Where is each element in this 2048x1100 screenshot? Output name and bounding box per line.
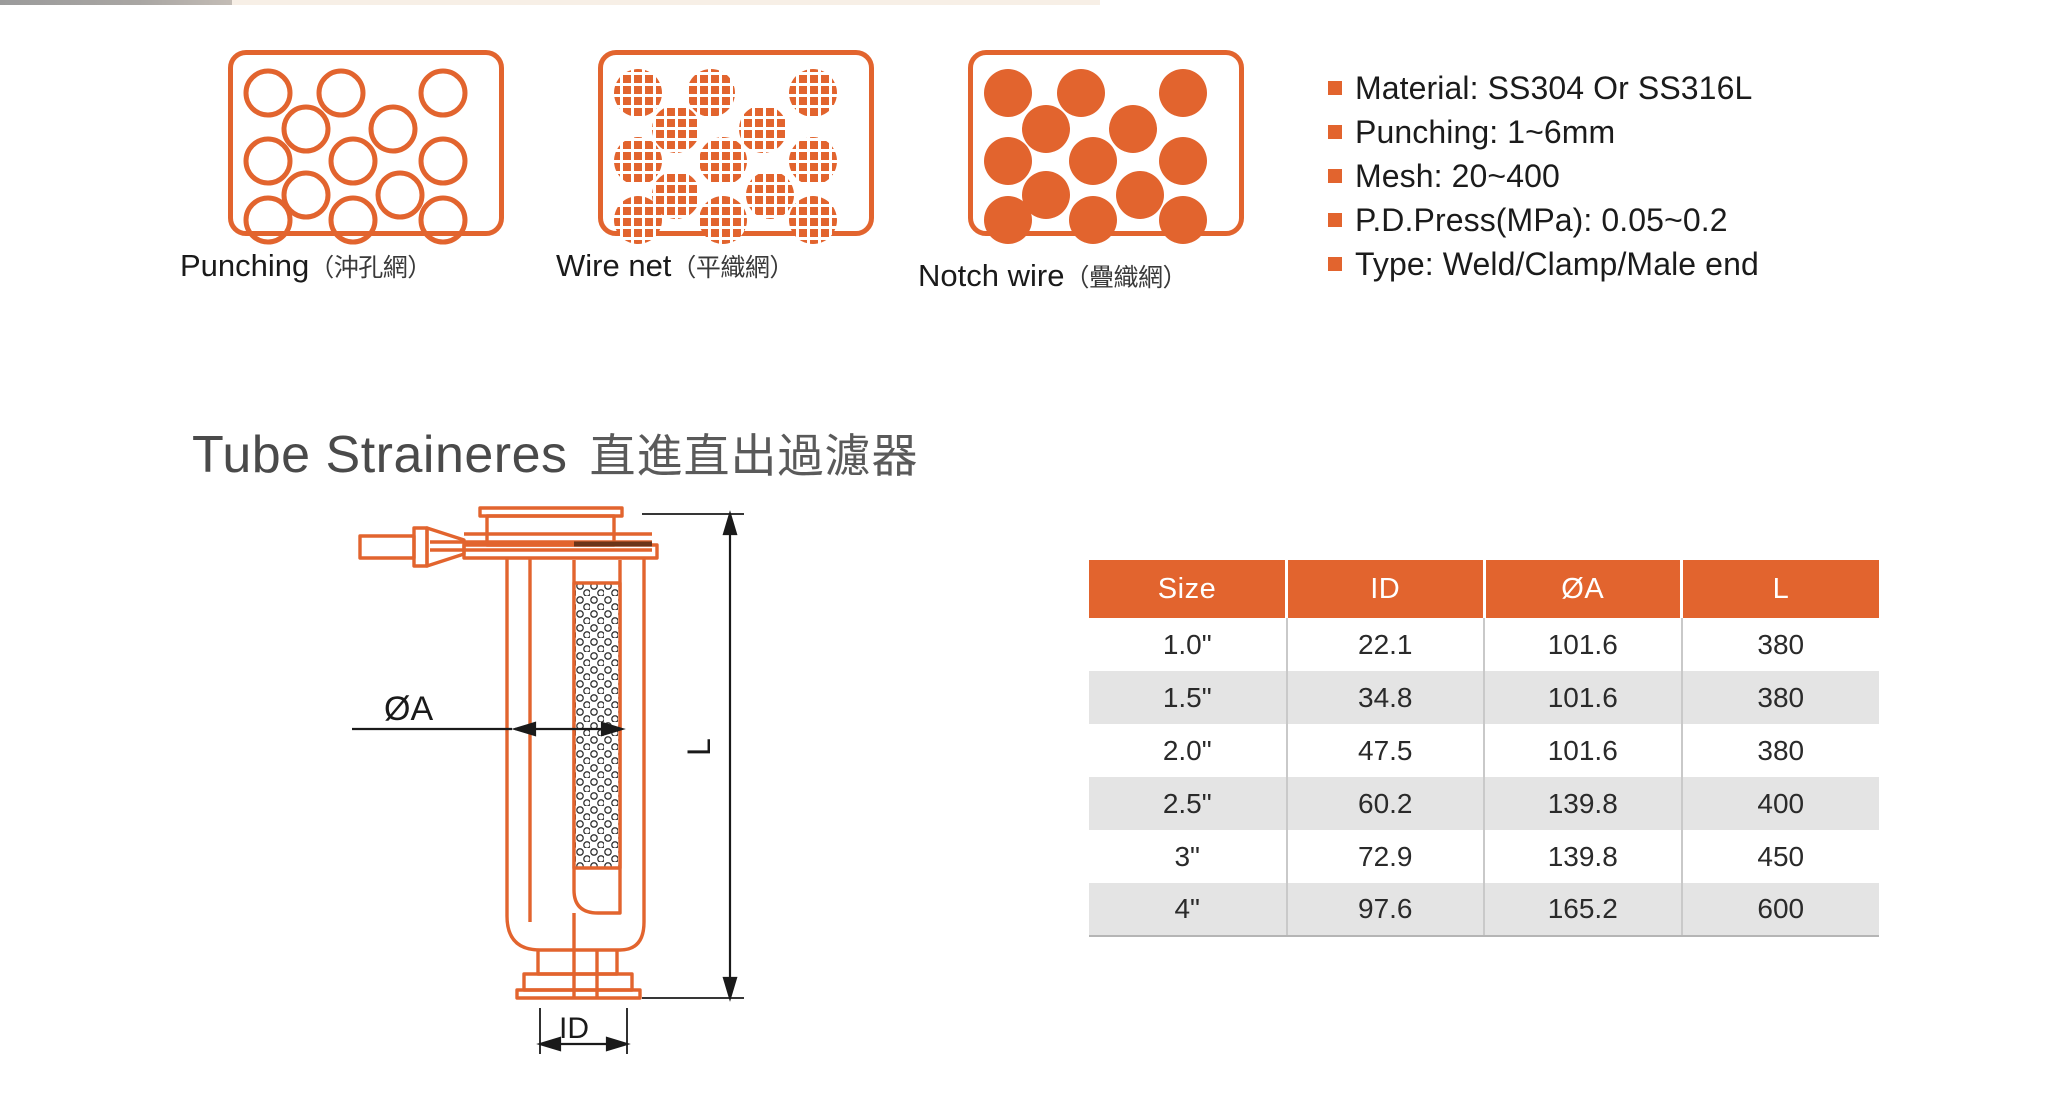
column-header-oa: ØA [1484, 560, 1683, 618]
section-title-en: Tube Straineres [192, 426, 568, 484]
punching-label-en: Punching [180, 248, 310, 283]
mesh-sample-row: Punching（沖孔網） [0, 0, 1300, 320]
mesh-card-punching: Punching（沖孔網） [180, 50, 504, 283]
spec-text-pd-press: P.D.Press(MPa): 0.05~0.2 [1355, 202, 1728, 238]
wire-net-label-en: Wire net [556, 248, 672, 283]
cell-id: 47.5 [1286, 724, 1485, 777]
punching-label-cn: （沖孔網） [309, 254, 432, 282]
cell-id: 34.8 [1286, 671, 1485, 724]
bullet-square-icon [1328, 169, 1342, 183]
top-edge-strip-gray [0, 0, 232, 5]
cell-size: 1.0" [1089, 618, 1288, 671]
table-row: 2.5" 60.2 139.8 400 [1089, 777, 1879, 830]
column-header-id: ID [1286, 560, 1486, 618]
notch-wire-label-en: Notch wire [918, 258, 1065, 293]
table-row: 3" 72.9 139.8 450 [1089, 830, 1879, 883]
bullet-square-icon [1328, 213, 1342, 227]
table-row: 1.0" 22.1 101.6 380 [1089, 618, 1879, 671]
cell-size: 3" [1089, 830, 1288, 883]
dimension-label-inner-diameter: ID [559, 1012, 589, 1045]
spec-text-material: Material: SS304 Or SS316L [1355, 70, 1753, 106]
cell-size: 4" [1089, 883, 1288, 937]
section-title: Tube Straineres 直進直出過濾器 [192, 420, 919, 486]
cell-id: 72.9 [1286, 830, 1485, 883]
spec-item-pd-press: P.D.Press(MPa): 0.05~0.2 [1328, 200, 1759, 241]
mesh-card-notch-wire: Notch wire（疊織網） [918, 50, 1244, 293]
spec-text-type: Type: Weld/Clamp/Male end [1355, 246, 1759, 282]
bullet-square-icon [1328, 257, 1342, 271]
mesh-card-wire-net: Wire net（平織網） [556, 50, 874, 283]
spec-text-mesh: Mesh: 20~400 [1355, 158, 1560, 194]
wire-net-label-cn: （平織網） [671, 254, 794, 282]
spec-item-type: Type: Weld/Clamp/Male end [1328, 244, 1759, 285]
notch-wire-label-cn: （疊織網） [1064, 264, 1187, 292]
column-header-size: Size [1089, 560, 1288, 618]
punching-label: Punching（沖孔網） [180, 248, 432, 284]
cell-oa: 139.8 [1484, 777, 1683, 830]
bullet-square-icon [1328, 81, 1342, 95]
spec-text-punching: Punching: 1~6mm [1355, 114, 1616, 150]
cell-l: 450 [1681, 830, 1879, 883]
tube-strainer-drawing: ØA L ID [352, 498, 772, 1073]
spec-item-mesh: Mesh: 20~400 [1328, 156, 1759, 197]
column-header-l: L [1681, 560, 1879, 618]
table-row: 1.5" 34.8 101.6 380 [1089, 671, 1879, 724]
cell-l: 380 [1681, 724, 1879, 777]
cell-size: 2.5" [1089, 777, 1288, 830]
cell-id: 22.1 [1286, 618, 1485, 671]
cell-oa: 101.6 [1484, 724, 1683, 777]
cell-l: 400 [1681, 777, 1879, 830]
cell-oa: 101.6 [1484, 671, 1683, 724]
cell-oa: 165.2 [1484, 883, 1683, 937]
specification-list: Material: SS304 Or SS316L Punching: 1~6m… [1328, 68, 1759, 288]
cell-l: 380 [1681, 618, 1879, 671]
spec-item-material: Material: SS304 Or SS316L [1328, 68, 1759, 109]
dimension-table: Size ID ØA L 1.0" 22.1 101.6 380 1.5" 34… [1089, 560, 1879, 937]
cell-id: 97.6 [1286, 883, 1485, 937]
table-row: 2.0" 47.5 101.6 380 [1089, 724, 1879, 777]
cell-id: 60.2 [1286, 777, 1485, 830]
table-header-row: Size ID ØA L [1089, 560, 1879, 618]
dimension-label-diameter: ØA [384, 690, 433, 728]
dimension-label-length: L [681, 738, 717, 756]
spec-item-punching: Punching: 1~6mm [1328, 112, 1759, 153]
cell-l: 600 [1681, 883, 1879, 937]
table-row: 4" 97.6 165.2 600 [1089, 883, 1879, 937]
punching-icon [228, 50, 504, 245]
bullet-square-icon [1328, 125, 1342, 139]
cell-oa: 139.8 [1484, 830, 1683, 883]
cell-l: 380 [1681, 671, 1879, 724]
cell-size: 2.0" [1089, 724, 1288, 777]
wire-net-icon [598, 50, 874, 244]
top-edge-strip-cream [232, 0, 1100, 5]
cell-oa: 101.6 [1484, 618, 1683, 671]
notch-wire-icon [968, 50, 1244, 244]
section-title-cn: 直進直出過濾器 [589, 430, 919, 482]
wire-net-label: Wire net（平織網） [556, 248, 794, 284]
cell-size: 1.5" [1089, 671, 1288, 724]
notch-wire-label: Notch wire（疊織網） [918, 258, 1187, 294]
